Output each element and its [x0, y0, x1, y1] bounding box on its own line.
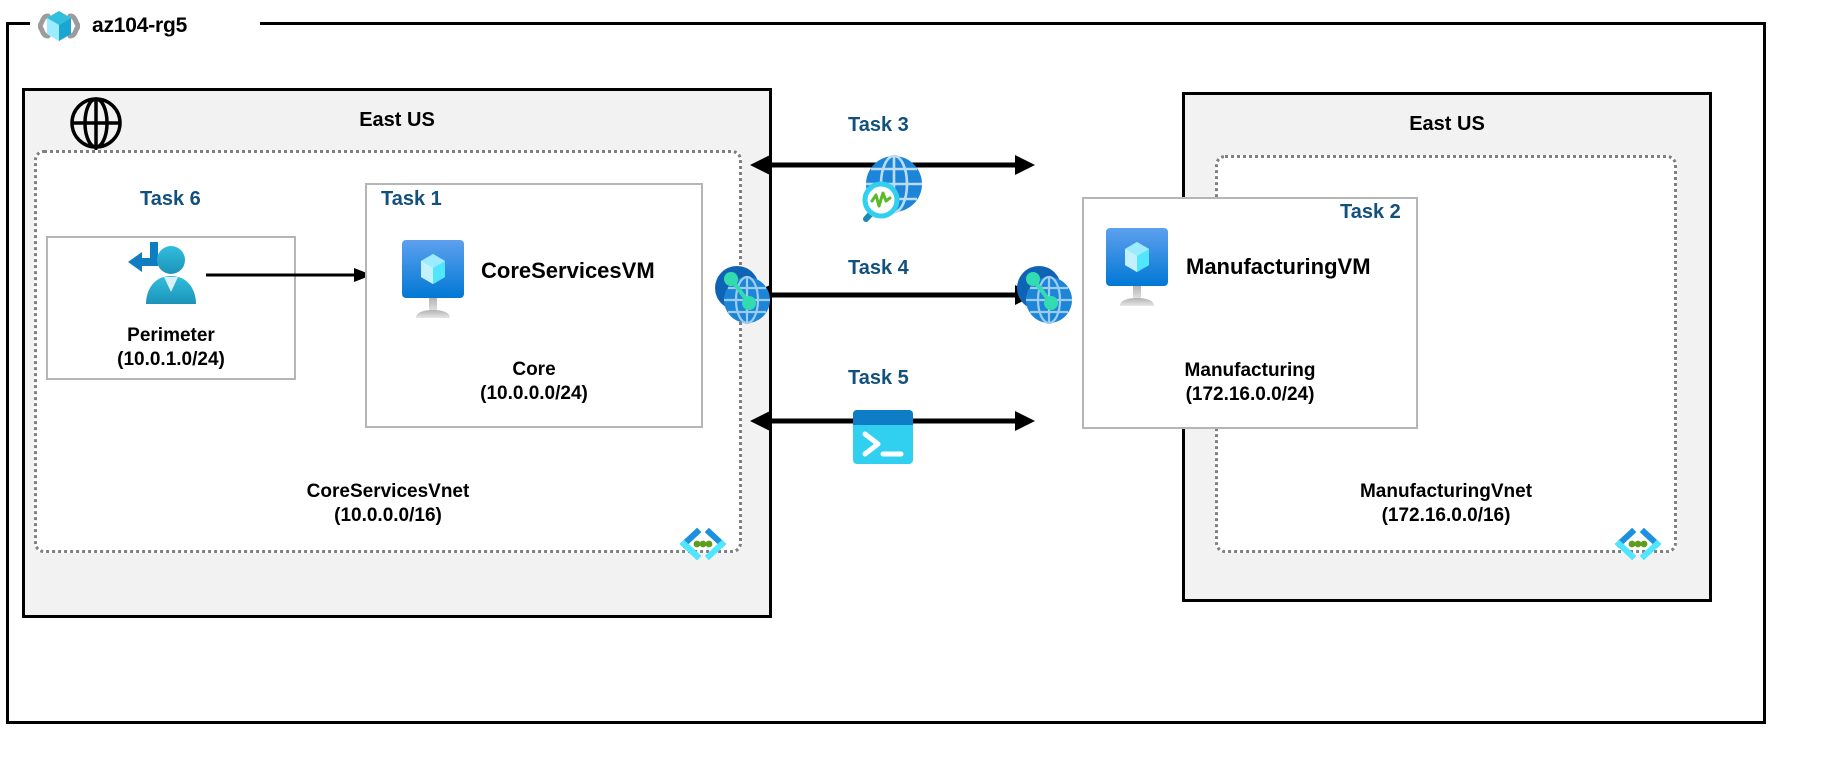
vnet-manufacturing-label: ManufacturingVnet (172.16.0.0/16) [1218, 480, 1674, 528]
subnet-core-caption: Core (10.0.0.0/24) [367, 358, 701, 406]
resource-group-name: az104-rg5 [92, 14, 188, 37]
subnet-perimeter-caption: Perimeter (10.0.1.0/24) [48, 324, 294, 372]
vm-name-manufacturingvm: ManufacturingVM [1186, 254, 1371, 279]
vnet-coreservices-label: CoreServicesVnet (10.0.0.0/16) [37, 480, 739, 528]
vnet-manufacturing-cidr: (172.16.0.0/16) [1381, 504, 1511, 526]
subnet-code-icon [677, 524, 729, 564]
internet-globe-icon [68, 95, 124, 151]
perimeter-to-core-arrow [206, 268, 372, 282]
resource-group-cube-icon [32, 1, 86, 51]
subnet-core-name: Core [512, 359, 556, 380]
network-watcher-icon [838, 152, 930, 232]
connection-label-task3: Task 3 [848, 114, 909, 136]
subnet-manufacturing-name: Manufacturing [1184, 360, 1316, 381]
vnet-coreservices-name: CoreServicesVnet [306, 481, 470, 502]
cloud-shell-icon [851, 408, 915, 466]
connection-label-task5: Task 5 [848, 367, 909, 389]
connection-label-task4: Task 4 [848, 257, 909, 279]
subnet-manufacturing-cidr: (172.16.0.0/24) [1185, 383, 1315, 405]
user-inbound-icon [126, 240, 204, 312]
vnet-coreservices-cidr: (10.0.0.0/16) [334, 504, 442, 526]
region-right-label: East US [1409, 113, 1485, 135]
subnet-core: Core (10.0.0.0/24) [365, 183, 703, 428]
region-left-label: East US [359, 109, 435, 131]
vnet-peering-icon-left [711, 258, 777, 334]
virtual-machine-icon-core [398, 238, 470, 324]
subnet-perimeter-name: Perimeter [127, 325, 215, 346]
resource-group-title: az104-rg5 [32, 0, 187, 52]
subnet-perimeter-cidr: (10.0.1.0/24) [117, 348, 225, 370]
task-label-task2: Task 2 [1340, 201, 1401, 223]
vm-name-coreservicesvm: CoreServicesVM [481, 258, 655, 283]
task-label-task1: Task 1 [381, 188, 442, 210]
virtual-machine-icon-manufacturing [1102, 226, 1174, 312]
vnet-manufacturing-name: ManufacturingVnet [1359, 481, 1533, 502]
subnet-code-icon [1612, 524, 1664, 564]
task-label-task6: Task 6 [140, 188, 201, 210]
subnet-manufacturing-caption: Manufacturing (172.16.0.0/24) [1084, 359, 1416, 407]
vnet-peering-icon-right [1013, 258, 1079, 334]
connection-arrow-task4 [750, 285, 1035, 305]
subnet-core-cidr: (10.0.0.0/24) [480, 382, 588, 404]
